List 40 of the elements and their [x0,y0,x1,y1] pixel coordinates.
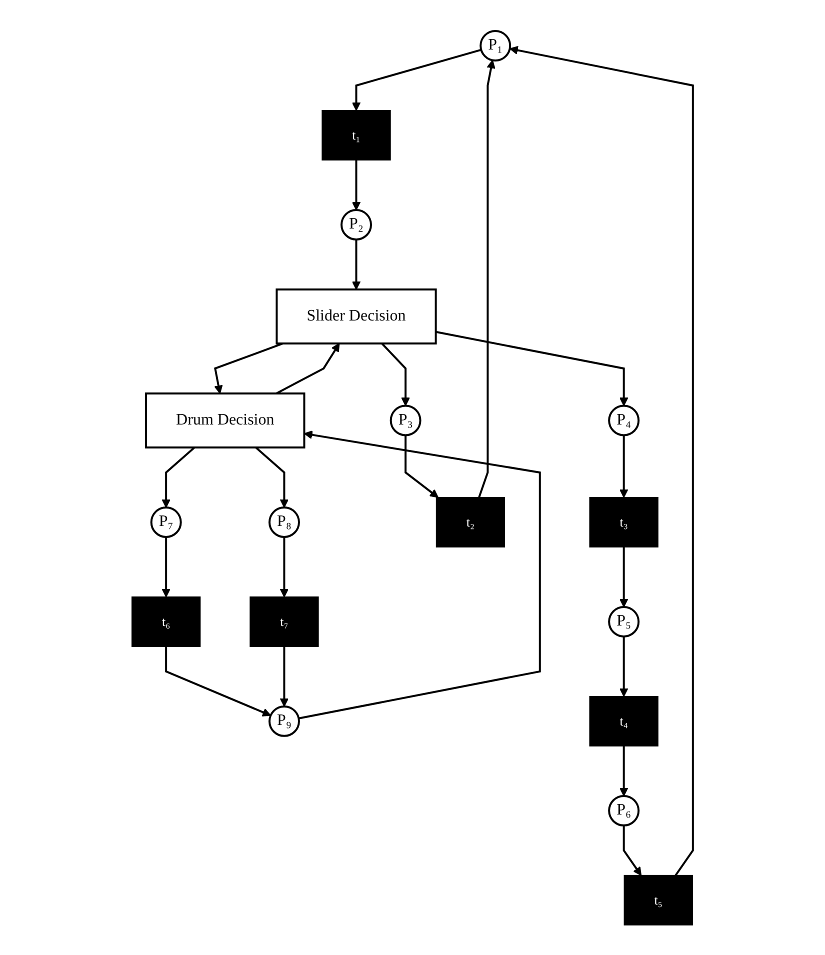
arrow [165,646,272,716]
arrow [276,342,340,394]
arrow [214,342,284,394]
arrow [619,745,628,796]
arrow [622,824,642,876]
node-box: t₇ [250,596,319,646]
node-box: t₅ [624,874,693,925]
node-box: t₄ [589,695,658,746]
node-box: t₂ [436,496,506,547]
node-circle: P₇ [150,506,182,538]
arrow [404,434,439,498]
arrow [352,48,482,110]
node-box: Slider Decision [276,288,437,344]
node-circle: P₈ [268,506,300,538]
node-circle: P₂ [340,208,372,240]
arrow [619,636,628,696]
node-circle: P₅ [608,606,640,637]
arrow [619,546,628,607]
node-circle: P₆ [608,794,640,826]
node-box: Drum Decision [145,392,306,448]
arrow [162,446,196,508]
arrow [619,434,628,498]
node-box: t₁ [322,110,391,160]
arrow [509,45,694,876]
arrow [280,646,289,706]
node-circle: P₃ [390,404,422,436]
arrow [280,536,289,597]
arrow [255,446,289,508]
arrow [298,430,541,719]
node-circle: P₉ [268,704,300,736]
arrow [162,536,171,597]
arrow [352,160,361,210]
arrow [352,239,361,290]
node-circle: P₄ [608,404,640,436]
node-box: t₃ [589,496,658,547]
node-circle: P₁ [480,30,512,62]
node-box: t₆ [132,596,201,646]
arrow [436,330,628,406]
arrow [381,342,410,406]
arrow [478,59,496,498]
